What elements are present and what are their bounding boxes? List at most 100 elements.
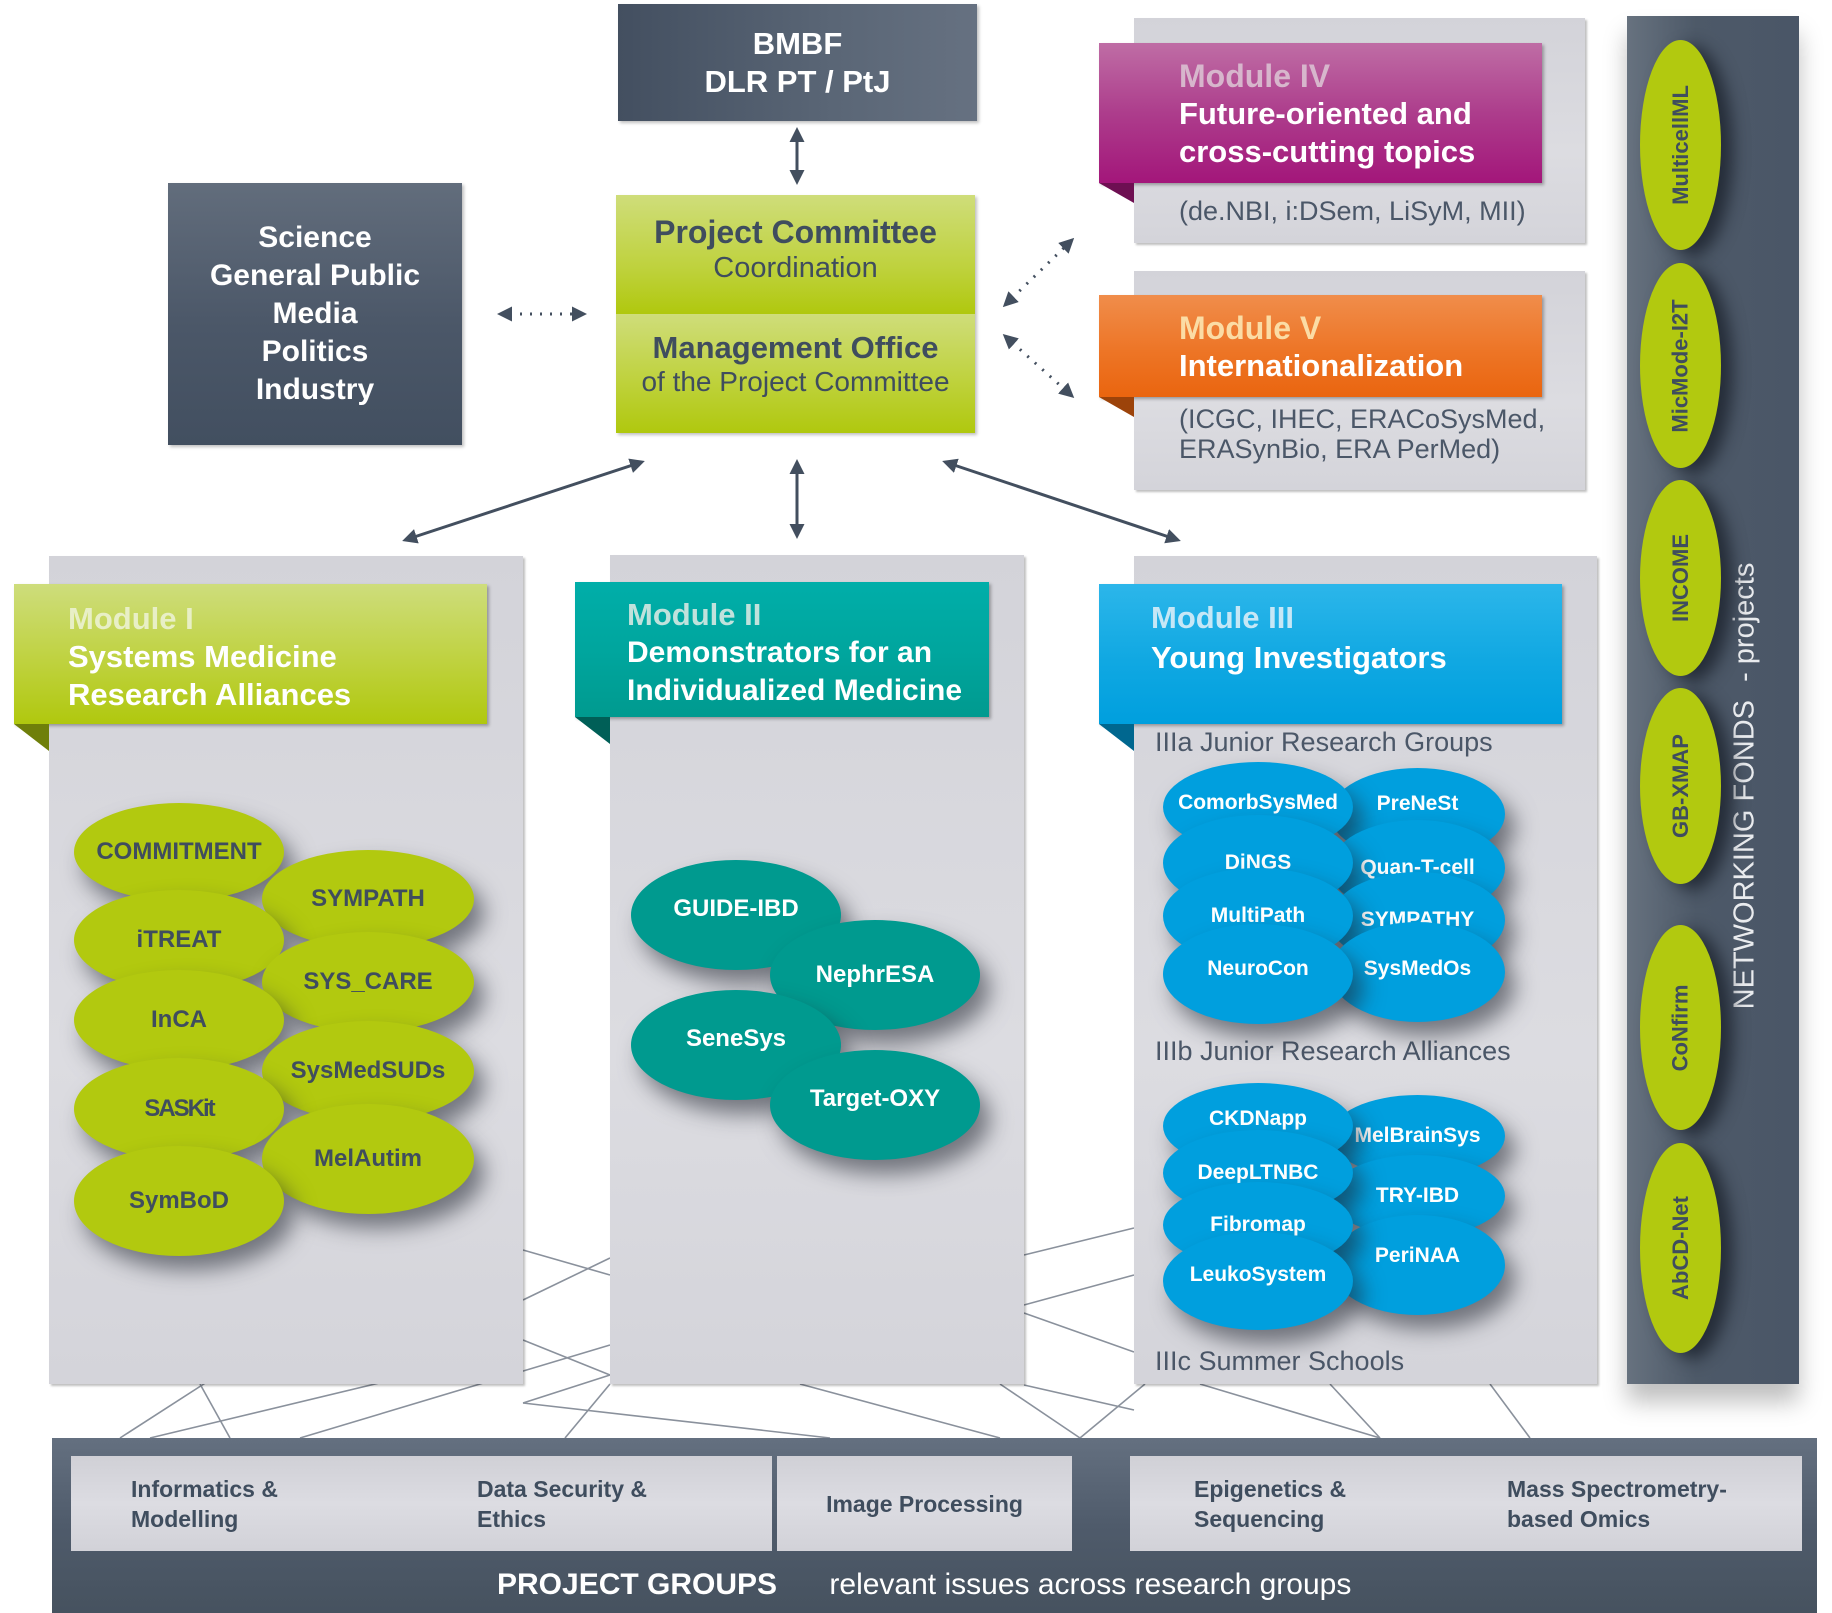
module-1-title-2: Research Alliances [68, 677, 352, 712]
module-4-title-2: cross-cutting topics [1179, 134, 1476, 169]
project-ellipse[interactable]: NephrESA [770, 920, 980, 1030]
project-label: PeriNAA [1374, 1244, 1461, 1267]
project-label: PreNeSt [1376, 792, 1459, 815]
module-5-title: Internationalization [1179, 348, 1464, 383]
project-label: INCOME [1667, 534, 1693, 622]
project-label: SysMedSUDs [290, 1057, 446, 1084]
project-label: Target-OXY [809, 1085, 941, 1112]
module-4-fold [1099, 183, 1134, 203]
project-group-line: Modelling [131, 1505, 239, 1532]
project-label: SYMPATH [311, 885, 425, 912]
module-4-members: (de.NBI, i:DSem, LiSyM, MII) [1179, 196, 1526, 226]
project-label: MulticellML [1667, 85, 1693, 205]
project-ellipse[interactable]: COMMITMENT [74, 803, 284, 901]
arrow-committee-module5 [1002, 333, 1075, 399]
funder-line-1: BMBF [752, 25, 843, 61]
networking-project-ellipse[interactable]: CoNfirm [1640, 925, 1721, 1130]
project-groups-caption: PROJECT GROUPS relevant issues across re… [497, 1568, 1351, 1602]
networking-fonds-suffix: - projects [1728, 562, 1761, 682]
project-label: GUIDE-IBD [673, 895, 799, 922]
project-label: MultiPath [1210, 904, 1306, 927]
committee-title: Project Committee [654, 214, 937, 250]
module-2-label: Module II [627, 597, 762, 632]
module-4-label: Module IV [1179, 58, 1331, 94]
project-label: DeepLTNBC [1197, 1161, 1319, 1184]
module-2-title-1: Demonstrators for an [627, 636, 933, 669]
project-group-line: Mass Spectrometry- [1507, 1475, 1727, 1502]
funder-line-2: DLR PT / PtJ [704, 63, 891, 99]
project-group-line: Epigenetics & [1194, 1475, 1347, 1502]
module-5-header: Module V Internationalization [1099, 295, 1542, 397]
module-3-alliances-label: IIIb Junior Research Alliances [1155, 1036, 1511, 1066]
module-4-header: Module IV Future-oriented and cross-cutt… [1099, 43, 1542, 183]
stakeholder-politics: Politics [261, 335, 369, 368]
module-1-title-1: Systems Medicine [68, 639, 337, 674]
project-group-line: Informatics & [131, 1475, 278, 1502]
project-group-line: Image Processing [826, 1490, 1023, 1517]
networking-fonds-label: NETWORKING FONDS [1728, 699, 1761, 1010]
project-label: NeuroCon [1207, 957, 1309, 980]
module-3-label: Module III [1151, 600, 1294, 635]
project-ellipse[interactable]: SASKit [74, 1058, 284, 1160]
junior-group-ellipse[interactable]: NeuroCon [1163, 924, 1353, 1024]
project-groups-title: PROJECT GROUPS [497, 1568, 778, 1601]
project-committee-box: Project Committee Coordination Managemen… [616, 195, 975, 433]
stakeholder-science: Science [258, 221, 372, 254]
committee-coordination: Project Committee Coordination [616, 195, 975, 314]
project-group-mass-spectrometry[interactable]: Mass Spectrometry-based Omics [1483, 1456, 1802, 1551]
project-ellipse[interactable]: InCA [74, 970, 284, 1070]
office-subtitle: of the Project Committee [641, 366, 950, 397]
module-1-label: Module I [68, 601, 194, 636]
module-5-members-2: ERASynBio, ERA PerMed) [1179, 434, 1501, 464]
office-title: Management Office [652, 330, 939, 365]
project-ellipse[interactable]: GUIDE-IBD [631, 860, 841, 970]
networking-project-ellipse[interactable]: GB-XMAP [1640, 688, 1721, 884]
module-5-members-1: (ICGC, IHEC, ERACoSysMed, [1179, 404, 1546, 434]
module-2-header: Module II Demonstrators for an Individua… [575, 582, 989, 717]
project-label: SymBoD [128, 1187, 230, 1214]
module-3-groups-label: IIIa Junior Research Groups [1155, 727, 1493, 757]
module-2-fold [575, 717, 610, 744]
project-ellipse[interactable]: SYMPATH [262, 850, 474, 948]
project-label: ComorbSysMed [1178, 791, 1338, 814]
project-label: SysMedOs [1363, 957, 1472, 980]
committee-subtitle: Coordination [713, 252, 878, 284]
project-label: Fibromap [1210, 1213, 1306, 1236]
stakeholder-media: Media [272, 297, 358, 330]
networking-project-ellipse[interactable]: INCOME [1640, 480, 1721, 676]
module-3-fold [1099, 724, 1134, 751]
stakeholders-box: Science General Public Media Politics In… [168, 183, 462, 445]
module-3-schools-label: IIIc Summer Schools [1155, 1346, 1405, 1376]
project-group-informatics[interactable]: Informatics & Modelling [71, 1456, 426, 1551]
project-ellipse[interactable]: SYS_CARE [262, 932, 474, 1032]
project-label: iTREAT [136, 926, 222, 953]
funder-box: BMBF DLR PT / PtJ [618, 4, 977, 121]
project-group-image-processing[interactable]: Image Processing [777, 1456, 1072, 1551]
junior-alliance-ellipse[interactable]: MelBrainSys [1330, 1095, 1505, 1177]
junior-group-ellipse[interactable]: SysMedOs [1330, 922, 1505, 1022]
management-office: Management Office of the Project Committ… [616, 314, 975, 433]
project-label: TRY-IBD [1375, 1184, 1460, 1207]
module-5-fold [1099, 397, 1134, 417]
project-group-epigenetics[interactable]: Epigenetics &Sequencing [1130, 1456, 1489, 1551]
stakeholder-industry: Industry [255, 373, 375, 406]
project-group-data-security[interactable]: Data Security &Ethics [424, 1456, 772, 1551]
arrow-committee-module3 [942, 458, 1181, 544]
project-label: NephrESA [815, 961, 935, 988]
networking-project-ellipse[interactable]: MicMode-I2T [1640, 263, 1721, 468]
junior-alliance-ellipse[interactable]: LeukoSystem [1163, 1232, 1353, 1330]
project-label: InCA [151, 1006, 207, 1033]
project-label: MicMode-I2T [1667, 298, 1693, 433]
arrow-committee-module4 [1002, 237, 1075, 308]
junior-alliance-ellipse[interactable]: PeriNAA [1330, 1215, 1505, 1315]
project-ellipse[interactable]: MelAutim [262, 1104, 474, 1214]
project-ellipse[interactable]: SymBoD [74, 1146, 284, 1256]
networking-project-ellipse[interactable]: MulticellML [1640, 40, 1721, 250]
project-group-line: Ethics [477, 1505, 547, 1532]
networking-project-ellipse[interactable]: AbCD-Net [1640, 1143, 1721, 1353]
project-label: COMMITMENT [96, 838, 262, 865]
project-label: MelAutim [314, 1145, 422, 1172]
project-ellipse[interactable]: Target-OXY [770, 1050, 980, 1160]
